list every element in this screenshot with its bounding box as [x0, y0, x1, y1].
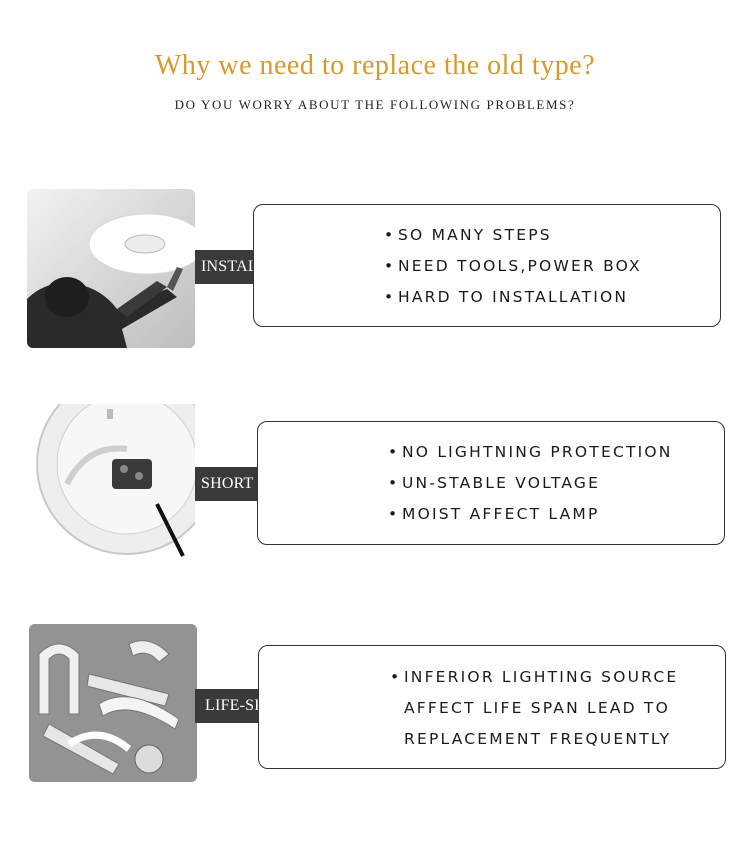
problem-list: •INFERIOR LIGHTING SOURCE AFFECT LIFE SP… [390, 662, 678, 755]
list-item: •SO MANY STEPS [384, 226, 552, 244]
problem-list: •SO MANY STEPS •NEED TOOLS,POWER BOX •HA… [384, 220, 642, 313]
problem-box [257, 421, 725, 545]
problem-box [253, 204, 721, 327]
list-item: •MOIST AFFECT LAMP [388, 505, 600, 523]
open-lamp-photo [27, 404, 195, 562]
broken-bulbs-photo [29, 624, 197, 782]
problem-box [258, 645, 726, 769]
list-item: REPLACEMENT FREQUENTLY [404, 730, 672, 748]
list-item: AFFECT LIFE SPAN LEAD TO [404, 699, 670, 717]
list-item: •INFERIOR LIGHTING SOURCE [390, 668, 679, 686]
list-item: •HARD TO INSTALLATION [384, 288, 629, 306]
installation-photo [27, 189, 195, 348]
page-title: Why we need to replace the old type? [154, 50, 596, 81]
page-subtitle: DO YOU WORRY ABOUT THE FOLLOWING PROBLEM… [174, 97, 576, 112]
list-item: •NO LIGHTNING PROTECTION [388, 443, 673, 461]
list-item: •NEED TOOLS,POWER BOX [384, 257, 642, 275]
list-item: •UN-STABLE VOLTAGE [388, 474, 601, 492]
problem-list: •NO LIGHTNING PROTECTION •UN-STABLE VOLT… [388, 437, 673, 530]
